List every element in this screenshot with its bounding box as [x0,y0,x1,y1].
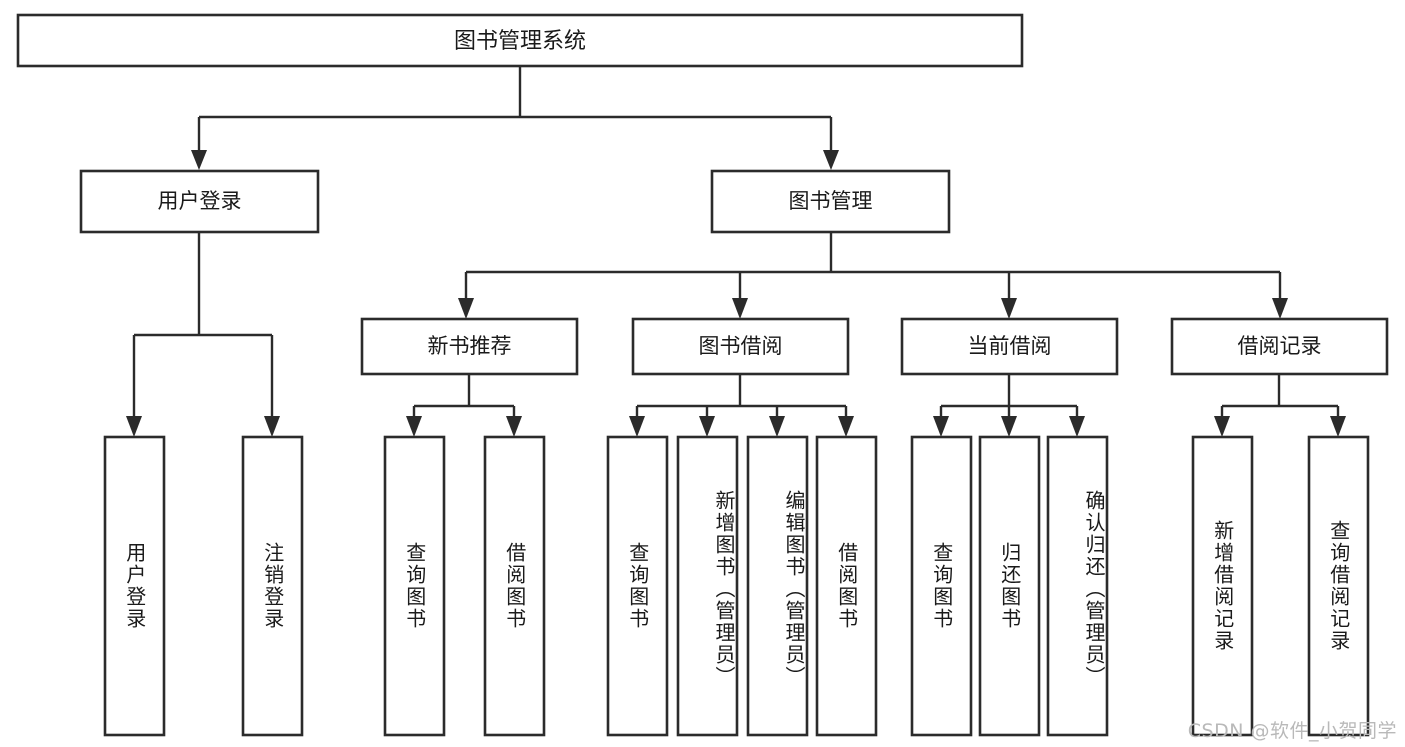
arrow-head-icon [699,416,715,437]
connector-new-book-recommend-to-leaves [406,374,522,437]
node-user-login-label: 用户登录 [158,189,242,213]
leaf-box-add-book-admin[interactable] [676,435,739,737]
arrow-head-icon [191,150,207,170]
arrow-head-icon [506,416,522,437]
node-book-management[interactable]: 图书管理 [710,169,951,234]
connector-current-borrow-to-leaves [933,374,1085,437]
connector-root-to-level2 [191,66,839,170]
node-borrow-record-label: 借阅记录 [1238,334,1322,358]
node-borrow-record[interactable]: 借阅记录 [1170,317,1389,376]
arrow-head-icon [1069,416,1085,437]
connector-book-borrow-to-leaves [629,374,854,437]
leaf-box-query-book-3[interactable] [910,435,973,737]
leaf-box-query-book-2[interactable] [606,435,669,737]
node-root-book-management-system: 图书管理系统 [16,13,1024,68]
csdn-watermark: CSDN @软件_小贺同学 [1187,720,1397,742]
leaf-box-borrow-book-2[interactable] [815,435,878,737]
connector-user-login-to-leaves [126,232,280,437]
arrow-head-icon [1214,416,1230,437]
node-current-borrow-label: 当前借阅 [968,334,1052,358]
leaf-box-return-book[interactable] [978,435,1041,737]
leaf-box-user-login[interactable] [103,435,166,737]
arrow-head-icon [769,416,785,437]
leaf-box-query-borrow-record[interactable] [1307,435,1370,737]
arrow-head-icon [732,298,748,319]
node-user-login[interactable]: 用户登录 [79,169,320,234]
node-current-borrow[interactable]: 当前借阅 [900,317,1119,376]
arrow-head-icon [264,416,280,437]
arrow-head-icon [126,416,142,437]
leaf-box-borrow-book-1[interactable] [483,435,546,737]
arrow-head-icon [823,150,839,170]
node-new-book-recommend-label: 新书推荐 [428,334,512,358]
arrow-head-icon [1001,298,1017,319]
arrow-head-icon [406,416,422,437]
arrow-head-icon [1272,298,1288,319]
arrow-head-icon [629,416,645,437]
node-root-label: 图书管理系统 [454,29,586,54]
node-book-borrow[interactable]: 图书借阅 [631,317,850,376]
arrow-head-icon [1001,416,1017,437]
leaf-box-edit-book-admin[interactable] [746,435,809,737]
leaf-box-add-borrow-record[interactable] [1191,435,1254,737]
leaf-box-confirm-return-admin[interactable] [1046,435,1109,737]
node-book-borrow-label: 图书借阅 [699,334,783,358]
connector-borrow-record-to-leaves [1214,374,1346,437]
node-book-management-label: 图书管理 [789,189,873,213]
arrow-head-icon [933,416,949,437]
leaf-box-query-book-1[interactable] [383,435,446,737]
connector-book-management-to-level3 [458,232,1288,319]
arrow-head-icon [458,298,474,319]
leaf-box-logout[interactable] [241,435,304,737]
arrow-head-icon [838,416,854,437]
node-new-book-recommend[interactable]: 新书推荐 [360,317,579,376]
arrow-head-icon [1330,416,1346,437]
